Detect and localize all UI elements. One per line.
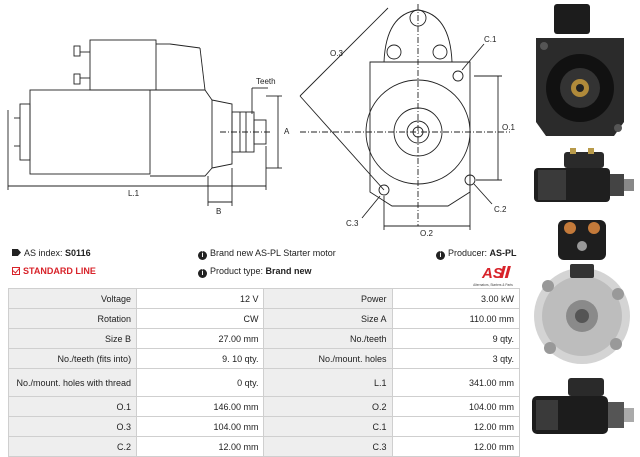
info-icon: i: [198, 269, 207, 278]
as-index-value: S0116: [65, 248, 91, 258]
spec-label: Voltage: [7, 288, 138, 309]
spec-label: Rotation: [7, 308, 138, 329]
mount-hole-c2: [464, 174, 476, 186]
spec-label: No./mount. holes: [263, 348, 393, 369]
info-icon: i: [198, 251, 207, 260]
product-photo-rear[interactable]: [524, 262, 640, 368]
spec-label: C.1: [263, 416, 393, 437]
label-l1: L.1: [128, 189, 140, 198]
label-c1: C.1: [484, 35, 497, 44]
spec-label: L.1: [263, 368, 393, 397]
table-row: Size B 27.00 mm No./teeth 9 qty.: [7, 328, 521, 349]
spec-value: 110.00 mm: [391, 308, 521, 329]
flange-outline: [369, 61, 471, 207]
spec-value: 146.00 mm: [136, 396, 265, 417]
label-b: B: [216, 207, 221, 216]
table-row: No./mount. holes with thread 0 qty. L.1 …: [7, 368, 521, 397]
standard-line-badge: STANDARD LINE: [12, 266, 96, 276]
spec-label: O.1: [7, 396, 138, 417]
mount-hole-c1: [452, 70, 464, 82]
spec-value: 104.00 mm: [136, 416, 265, 437]
label-c2: C.2: [494, 205, 507, 214]
label-c3: C.3: [346, 219, 359, 228]
table-row: O.3 104.00 mm C.1 12.00 mm: [7, 416, 521, 437]
checkbox-icon: [12, 267, 20, 275]
motor-body-outline: [29, 89, 151, 175]
mount-hole-c3: [378, 184, 390, 196]
technical-drawing: Teeth A B L.1 O.1 O.2 O.3 C.1 C.2 C.3: [7, 4, 515, 238]
spec-label: O.3: [7, 416, 138, 437]
spec-label: No./teeth: [263, 328, 393, 349]
table-row: C.2 12.00 mm C.3 12.00 mm: [7, 436, 521, 457]
solenoid-outline: [89, 39, 157, 91]
specifications-table: Voltage 12 V Power 3.00 kW Rotation CW S…: [7, 288, 521, 457]
spec-value: 27.00 mm: [136, 328, 265, 349]
spec-value: CW: [136, 308, 265, 329]
product-photo-terminals[interactable]: [524, 212, 640, 264]
tag-icon: [12, 249, 21, 256]
table-row: O.1 146.00 mm O.2 104.00 mm: [7, 396, 521, 417]
spec-value: 104.00 mm: [391, 396, 521, 417]
spec-label: C.2: [7, 436, 138, 457]
label-o2: O.2: [420, 229, 433, 238]
spec-label: Power: [263, 288, 393, 309]
label-o3: O.3: [330, 49, 343, 58]
product-photo-angled[interactable]: [524, 372, 640, 452]
spec-value: 12.00 mm: [391, 416, 521, 437]
spec-value: 9 qty.: [391, 328, 521, 349]
svg-text:AS: AS: [481, 265, 503, 282]
spec-label: Size B: [7, 328, 138, 349]
spec-label: Size A: [263, 308, 393, 329]
spec-value: 341.00 mm: [391, 368, 521, 397]
svg-text:Alternators, Starters & Parts: Alternators, Starters & Parts: [473, 283, 513, 287]
label-teeth: Teeth: [256, 77, 276, 86]
spec-label: O.2: [263, 396, 393, 417]
product-type-value: Brand new: [265, 266, 312, 276]
info-icon: i: [436, 251, 445, 260]
product-photo-side[interactable]: [524, 146, 640, 208]
spec-value: 3.00 kW: [391, 288, 521, 309]
as-pl-logo: AS Alternators, Starters & Parts: [468, 262, 518, 288]
label-a: A: [284, 127, 290, 136]
spec-value: 0 qty.: [136, 368, 265, 397]
spec-value: 9. 10 qty.: [136, 348, 265, 369]
spec-label: No./teeth (fits into): [7, 348, 138, 369]
as-logo-icon: AS Alternators, Starters & Parts: [473, 265, 513, 287]
table-row: Voltage 12 V Power 3.00 kW: [7, 288, 521, 309]
table-row: No./teeth (fits into) 9. 10 qty. No./mou…: [7, 348, 521, 369]
spec-value: 3 qty.: [391, 348, 521, 369]
spec-value: 12 V: [136, 288, 265, 309]
as-index: AS index: S0116: [12, 248, 91, 258]
product-photo-front[interactable]: [524, 2, 640, 142]
table-row: Rotation CW Size A 110.00 mm: [7, 308, 521, 329]
label-o1: O.1: [502, 123, 515, 132]
spec-value: 12.00 mm: [391, 436, 521, 457]
spec-label: No./mount. holes with thread: [7, 368, 138, 397]
producer-value: AS-PL: [489, 248, 517, 258]
product-photos: [524, 0, 640, 454]
